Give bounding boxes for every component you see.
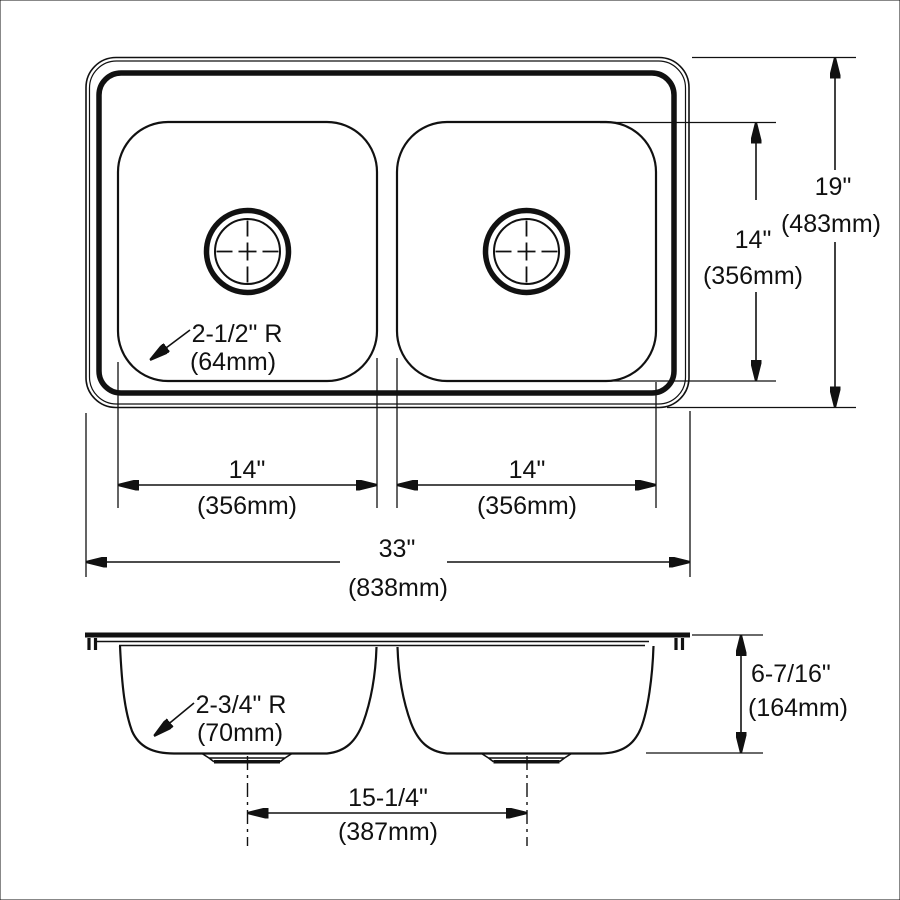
- drain-spacing-in: 15-1/4": [348, 784, 428, 812]
- section-radius-note-in: 2-3/4" R: [196, 691, 287, 719]
- overall-width-in: 33": [379, 535, 416, 563]
- left-drain: [203, 207, 292, 296]
- overall-width-mm: (838mm): [348, 574, 448, 602]
- bowl-front-back-in: 14": [735, 226, 772, 254]
- rim-outer-edge-inner-line: [88, 60, 687, 405]
- left-bowl-outline: [116, 120, 379, 383]
- radius-leader-arrow: [154, 702, 195, 736]
- dimension-lines: [86, 57, 835, 563]
- rim-outer-edge: [85, 56, 690, 409]
- radius-leader-arrow: [150, 329, 191, 360]
- top-view: 2-1/2" R (64mm) 14" (356: [85, 56, 881, 602]
- overall-front-back-in: 19": [815, 173, 852, 201]
- section-view: 15-1/4" (387mm) 6-7/16" (164mm) 2-3/4" R…: [85, 632, 848, 846]
- top-radius-note-in: 2-1/2" R: [192, 320, 283, 348]
- right-drain: [482, 207, 571, 296]
- left-bowl-width-mm: (356mm): [197, 492, 297, 520]
- top-radius-note-mm: (64mm): [190, 348, 276, 376]
- bowl-front-back-mm: (356mm): [703, 262, 803, 290]
- mounting-clips: [87, 638, 685, 650]
- left-bowl-width-in: 14": [229, 456, 266, 484]
- depth-mm: (164mm): [748, 694, 848, 722]
- overall-front-back-mm: (483mm): [781, 210, 881, 238]
- rim-inner-edge: [96, 70, 677, 396]
- right-bowl-outline: [395, 120, 658, 383]
- right-bowl-width-in: 14": [509, 456, 546, 484]
- drain-spacing-mm: (387mm): [338, 818, 438, 846]
- section-radius-note-mm: (70mm): [197, 719, 283, 747]
- depth-in: 6-7/16": [751, 660, 831, 688]
- bowl-section-profile: [118, 645, 655, 755]
- right-bowl-width-mm: (356mm): [477, 492, 577, 520]
